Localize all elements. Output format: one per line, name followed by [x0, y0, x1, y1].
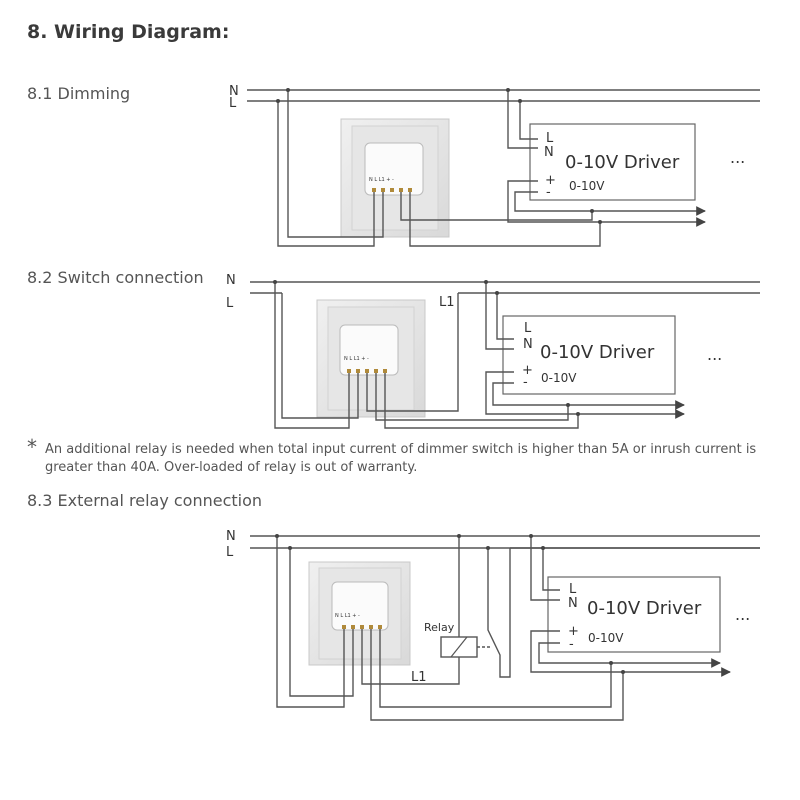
terminal-labels: N L L1 + - — [335, 613, 360, 619]
wire-l — [287, 90, 384, 238]
wire-l — [289, 548, 354, 697]
dimmer-module — [331, 581, 389, 631]
relay-note: * An additional relay is needed when tot… — [27, 435, 772, 477]
driver-title: 0-10V Driver — [565, 152, 680, 173]
wire-minus — [409, 192, 601, 247]
label-l: L — [226, 296, 234, 311]
relay-label: Relay — [424, 621, 455, 634]
dimmer-switch: N L L1 + - — [340, 118, 450, 238]
driver-l: L — [524, 321, 532, 336]
wire-plus — [379, 629, 612, 708]
label-l1: L1 — [439, 295, 455, 310]
wire-minus — [384, 373, 579, 429]
driver-plus: + — [545, 173, 556, 188]
terminal-labels: N L L1 + - — [344, 356, 369, 362]
wire-driver-l — [496, 293, 514, 340]
driver-n: N — [523, 337, 533, 352]
driver-l: L — [546, 131, 554, 146]
driver-minus: - — [523, 375, 528, 390]
driver-plus: + — [568, 624, 579, 639]
more-drivers: ... — [735, 605, 750, 624]
terminal-labels: N L L1 + - — [369, 177, 394, 183]
driver-title: 0-10V Driver — [540, 342, 655, 363]
dimmer-switch: N L L1 + - — [308, 561, 411, 666]
driver-box — [547, 576, 721, 653]
wire-n — [277, 101, 375, 247]
wire-plus — [400, 192, 593, 221]
section-dimming-title: 8.1 Dimming — [27, 84, 131, 103]
wire-l — [281, 293, 359, 419]
wire-l1 — [366, 293, 459, 412]
dimmer-switch: N L L1 + - — [316, 299, 426, 418]
driver-box — [502, 315, 676, 395]
driver-plus: + — [522, 363, 533, 378]
driver-signal: 0-10V — [541, 371, 577, 385]
driver-signal: 0-10V — [569, 179, 605, 193]
page-title: 8. Wiring Diagram: — [27, 21, 230, 43]
section-switch-title: 8.2 Switch connection — [27, 268, 204, 287]
diagram-switch: N L L1 N L L1 + - L N 0-10V Driver + - 0… — [226, 273, 760, 429]
driver-l: L — [569, 582, 577, 597]
label-l: L — [229, 96, 237, 111]
driver-minus: - — [569, 637, 574, 652]
label-l1: L1 — [411, 670, 427, 685]
driver-title: 0-10V Driver — [587, 598, 702, 619]
driver-n: N — [568, 596, 578, 611]
label-l: L — [226, 545, 234, 560]
wire-driver-l — [519, 101, 538, 140]
wire-out-minus — [492, 382, 685, 410]
driver-n: N — [544, 145, 554, 160]
wire-driver-n — [485, 282, 514, 350]
wire-l1 — [361, 629, 460, 685]
wire-out-plus — [530, 630, 731, 677]
driver-signal: 0-10V — [588, 631, 624, 645]
label-n: N — [226, 273, 236, 288]
wire-driver-l — [542, 548, 560, 591]
wire-out-plus — [507, 180, 706, 227]
dimmer-module — [364, 142, 424, 196]
dimmer-module — [339, 324, 399, 376]
relay-contact — [487, 548, 511, 678]
wire-driver-n — [530, 536, 560, 601]
wire-plus — [375, 373, 569, 421]
diagram-relay: N L N L L1 + - L1 Relay L — [226, 529, 760, 721]
driver-minus: - — [546, 185, 551, 200]
more-drivers: ... — [707, 345, 722, 364]
note-text: An additional relay is needed when total… — [45, 442, 757, 475]
wire-n — [276, 536, 345, 708]
diagram-dimming: N L N L L1 + - L N 0-10V Driver + - 0-10… — [229, 84, 760, 247]
wire-minus — [370, 629, 624, 721]
note-asterisk: * — [27, 435, 37, 459]
wire-driver-n — [507, 90, 538, 149]
wire-out-minus — [538, 642, 721, 668]
wire-out-plus — [485, 371, 685, 419]
driver-box — [529, 123, 696, 201]
more-drivers: ... — [730, 148, 745, 167]
section-relay-title: 8.3 External relay connection — [27, 491, 263, 510]
wire-out-minus — [514, 191, 706, 216]
label-n: N — [226, 529, 236, 544]
label-n: N — [229, 84, 239, 99]
wire-n — [274, 282, 350, 429]
